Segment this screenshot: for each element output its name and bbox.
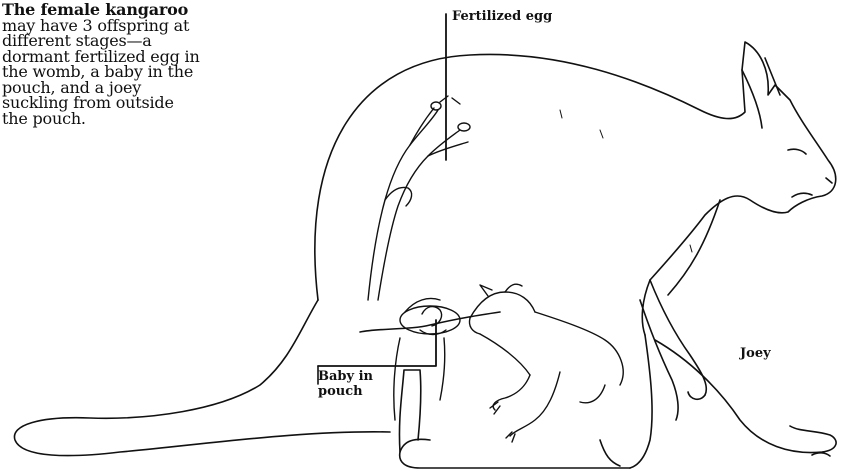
pouch: [394, 299, 460, 421]
caption: The female kangaroo may have 3 offspring…: [2, 2, 202, 126]
label-joey: Joey: [740, 346, 771, 361]
label-fertilized-egg: Fertilized egg: [452, 9, 552, 24]
caption-text: may have 3 offspring at different stages…: [2, 16, 200, 128]
joey: [469, 284, 623, 442]
womb: [368, 96, 470, 300]
label-baby-in-pouch: Baby in pouch: [318, 369, 388, 399]
